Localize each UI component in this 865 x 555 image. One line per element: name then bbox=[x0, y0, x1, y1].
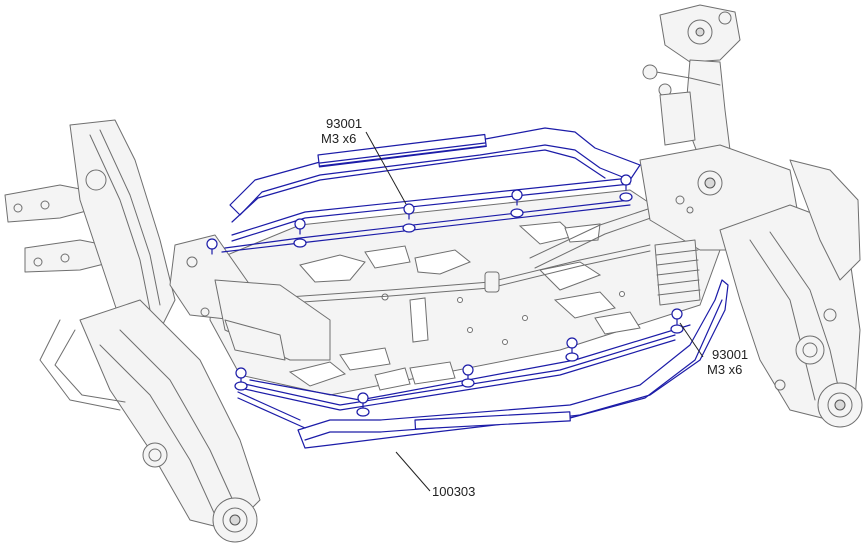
washer bbox=[670, 324, 684, 334]
front-suspension-assembly bbox=[4, 119, 331, 543]
callout-part-number: 93001 bbox=[326, 116, 362, 131]
screw bbox=[511, 189, 523, 206]
callout-100303: 100303 bbox=[395, 451, 475, 499]
screw bbox=[294, 218, 306, 235]
rear-suspension-assembly bbox=[639, 4, 863, 428]
washer bbox=[510, 208, 524, 218]
callout-spec: M3 x6 bbox=[707, 362, 742, 377]
washer bbox=[619, 192, 633, 202]
screw bbox=[566, 337, 578, 354]
callout-part-number: 100303 bbox=[432, 484, 475, 499]
screw bbox=[206, 238, 218, 255]
washer bbox=[565, 352, 579, 362]
callout-93001-right: 93001 M3 x6 bbox=[679, 322, 748, 377]
screw bbox=[671, 308, 683, 325]
washer bbox=[293, 238, 307, 248]
screw-set bbox=[206, 174, 684, 417]
washer bbox=[234, 381, 248, 391]
screw bbox=[357, 392, 369, 409]
callout-93001-top: 93001 M3 x6 bbox=[321, 116, 407, 205]
washer bbox=[402, 223, 416, 233]
screw bbox=[403, 203, 415, 220]
washer bbox=[356, 407, 370, 417]
callout-part-number: 93001 bbox=[712, 347, 748, 362]
screw bbox=[235, 367, 247, 384]
screw bbox=[462, 364, 474, 381]
screw bbox=[620, 174, 632, 191]
center-linkage bbox=[244, 204, 663, 307]
callout-spec: M3 x6 bbox=[321, 131, 356, 146]
washer bbox=[461, 378, 475, 388]
